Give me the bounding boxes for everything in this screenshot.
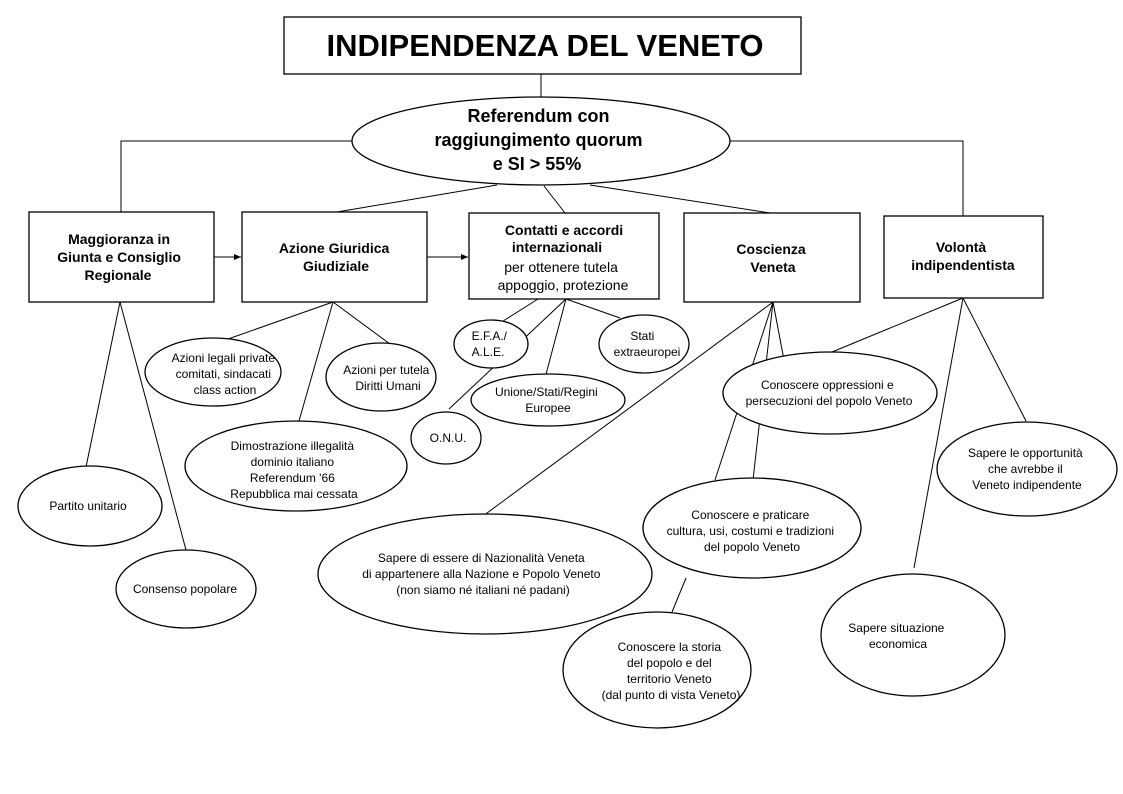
svg-text:Conoscere e praticare cu: Conoscere e praticare cultura, usi, cost… xyxy=(667,508,838,554)
referendum-line-1: Referendum con xyxy=(467,106,609,126)
connector-azione-tutela xyxy=(332,301,391,345)
connectors xyxy=(85,74,1027,613)
svg-text:Stati extraeuropei: Stati extraeuropei xyxy=(614,329,681,359)
coscienza-line-1: Coscienza xyxy=(736,241,805,257)
connector-maggioranza-consenso xyxy=(119,301,187,551)
contatti-line-2: internazionali xyxy=(512,239,602,255)
svg-text:Conoscere la storia del: Conoscere la storia del popolo e del ter… xyxy=(602,640,741,702)
volonta-line-2: indipendentista xyxy=(911,257,1015,273)
connector-volonta-oppressioni xyxy=(831,297,964,353)
svg-text:Azioni legali private co: Azioni legali private comitati, sindacat… xyxy=(172,351,279,397)
maggioranza-line-1: Maggioranza in xyxy=(68,231,170,247)
node-dimostrazione: Dimostrazione illegalità dominio italian… xyxy=(184,420,408,512)
node-onu: O.N.U. xyxy=(410,411,482,465)
connector-volonta-opportunita xyxy=(962,297,1027,422)
connector-referendum-contatti xyxy=(543,185,566,214)
svg-text:Sapere di essere di Nazionalit: Sapere di essere di Nazionalità Veneta d… xyxy=(362,551,604,597)
svg-text:Partito unitario: Partito unitario xyxy=(49,499,127,513)
node-azioni-legali: Azioni legali private comitati, sindacat… xyxy=(144,337,282,407)
node-cultura: Conoscere e praticare cultura, usi, cost… xyxy=(642,477,862,579)
title-box: INDIPENDENZA DEL VENETO xyxy=(283,16,802,75)
connector-contatti-unione xyxy=(544,298,567,379)
svg-text:Coscienza Veneta: Coscienza Veneta xyxy=(736,241,809,275)
svg-text:Sapere le opportunità ch: Sapere le opportunità che avrebbe il Ven… xyxy=(968,446,1086,492)
connector-cultura-storia xyxy=(671,577,687,613)
node-partito: Partito unitario xyxy=(17,465,163,547)
connector-contatti-efa xyxy=(499,298,539,324)
referendum-node: Referendum con raggiungimento quorum e S… xyxy=(351,96,731,186)
maggioranza-line-2: Giunta e Consiglio xyxy=(57,249,181,265)
svg-text:Consenso popolare: Consenso popolare xyxy=(133,582,237,596)
maggioranza-line-3: Regionale xyxy=(85,267,152,283)
connector-referendum-coscienza xyxy=(589,184,771,214)
svg-text:Referendum con raggiungi: Referendum con raggiungimento quorum e S… xyxy=(435,106,648,174)
connector-referendum-volonta xyxy=(729,140,964,216)
node-stati: Stati extraeuropei xyxy=(598,314,690,374)
azione-line-2: Giudiziale xyxy=(303,258,369,274)
diagram-title: INDIPENDENZA DEL VENETO xyxy=(327,28,764,63)
contatti-line-4: appoggio, protezione xyxy=(498,277,629,293)
box-volonta: Volontà indipendentista xyxy=(883,215,1044,299)
node-situazione: Sapere situazione economica xyxy=(820,573,1006,697)
connector-maggioranza-partito xyxy=(85,301,121,468)
node-efa: E.F.A./ A.L.E. xyxy=(453,319,529,369)
svg-text:Azioni per tutela Diritt: Azioni per tutela Diritti Umani xyxy=(343,363,432,393)
connector-referendum-azione xyxy=(336,184,498,213)
azione-line-1: Azione Giuridica xyxy=(279,240,390,256)
contatti-line-3: per ottenere tutela xyxy=(504,259,618,275)
node-azioni-tutela: Azioni per tutela Diritti Umani xyxy=(325,342,437,412)
svg-text:O.N.U.: O.N.U. xyxy=(430,431,467,445)
box-contatti: Contatti e accordi internazionali per ot… xyxy=(468,212,660,300)
connector-referendum-maggioranza xyxy=(120,140,353,212)
node-oppressioni: Conoscere oppressioni e persecuzioni del… xyxy=(722,351,938,435)
connector-coscienza-oppressioni xyxy=(772,301,785,361)
svg-text:Unione/Stati/Regini Euro: Unione/Stati/Regini Europee xyxy=(495,385,601,415)
connector-azione-legali xyxy=(227,301,334,340)
connector-azione-dimostrazione xyxy=(298,301,334,422)
svg-text:Maggioranza in Giunta e: Maggioranza in Giunta e Consiglio Region… xyxy=(57,231,185,283)
svg-text:Volontà indipendentista: Volontà indipendentista xyxy=(911,239,1015,273)
connector-contatti-stati xyxy=(565,298,621,319)
svg-text:Dimostrazione illegalità: Dimostrazione illegalità dominio italian… xyxy=(230,439,358,501)
referendum-line-3: e SI > 55% xyxy=(493,154,582,174)
box-azione-giuridica: Azione Giuridica Giudiziale xyxy=(241,211,428,303)
connector-volonta-situazione xyxy=(913,297,964,569)
coscienza-line-2: Veneta xyxy=(750,259,795,275)
node-unione: Unione/Stati/Regini Europee xyxy=(470,373,626,427)
volonta-line-1: Volontà xyxy=(936,239,987,255)
node-opportunita: Sapere le opportunità che avrebbe il Ven… xyxy=(936,421,1118,517)
connector-coscienza-nazionalita xyxy=(482,301,774,517)
node-consenso: Consenso popolare xyxy=(115,549,257,629)
referendum-line-2: raggiungimento quorum xyxy=(435,130,643,150)
svg-text:E.F.A./ A.L.E.: E.F.A./ A.L.E. xyxy=(472,329,511,359)
svg-text:Contatti e accordi inter: Contatti e accordi internazionali xyxy=(505,222,627,255)
node-storia: Conoscere la storia del popolo e del ter… xyxy=(562,611,752,729)
svg-text:Sapere situazione econom: Sapere situazione economica xyxy=(848,621,947,651)
contatti-line-1: Contatti e accordi xyxy=(505,222,623,238)
svg-text:Conoscere oppressioni e: Conoscere oppressioni e persecuzioni del… xyxy=(746,378,913,408)
node-nazionalita: Sapere di essere di Nazionalità Veneta d… xyxy=(317,513,653,635)
box-coscienza: Coscienza Veneta xyxy=(683,212,861,303)
svg-text:Azione Giuridica Giudizi: Azione Giuridica Giudiziale xyxy=(279,240,393,274)
box-maggioranza: Maggioranza in Giunta e Consiglio Region… xyxy=(28,211,215,303)
svg-text:per ottenere tutela appo: per ottenere tutela appoggio, protezione xyxy=(498,259,629,293)
